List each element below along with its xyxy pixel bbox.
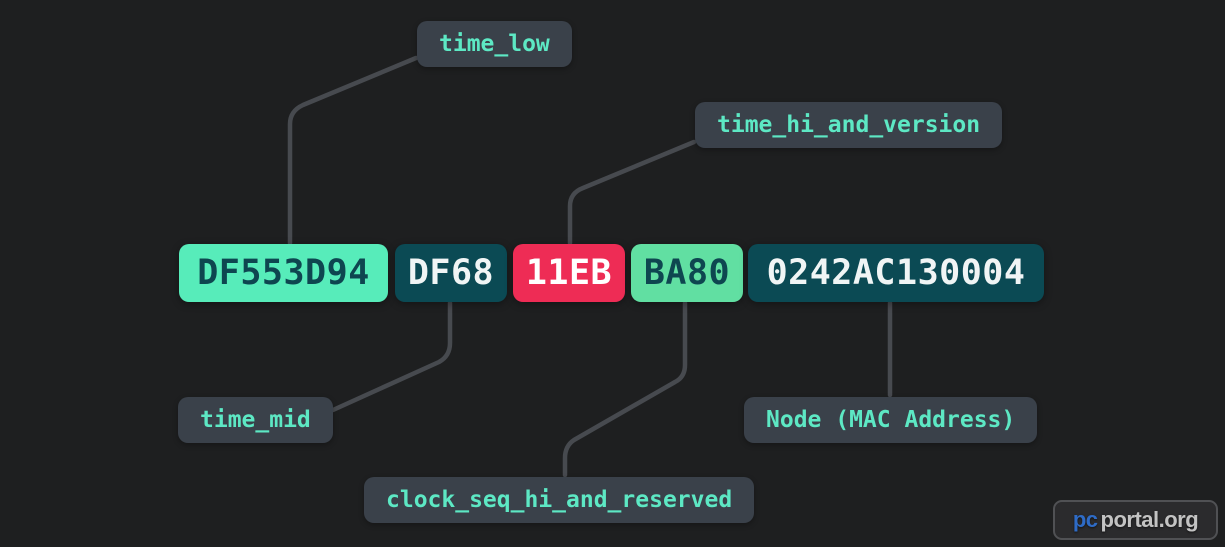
watermark-suffix: portal.org [1100, 507, 1199, 532]
label-time-mid: time_mid [178, 397, 333, 443]
uuid-segment-clock-seq: BA80 [631, 244, 743, 302]
uuid-segment-time-low: DF553D94 [179, 244, 388, 302]
connector-time-low [287, 55, 419, 246]
connector-time-mid [330, 300, 453, 413]
watermark-prefix: pc [1072, 507, 1098, 532]
label-node-mac-address: Node (MAC Address) [744, 397, 1038, 443]
label-time-low: time_low [417, 21, 572, 67]
uuid-segment-time-hi-and-version: 11EB [513, 244, 625, 302]
connector-time-hi-and-version [567, 139, 697, 246]
uuid-segment-time-mid: DF68 [395, 244, 507, 302]
label-time-hi-and-version: time_hi_and_version [695, 102, 1003, 148]
connector-clock-seq-hi-and-reserved [562, 300, 688, 478]
pcportal-watermark: pc portal.org [1053, 500, 1218, 540]
uuid-segment-node: 0242AC130004 [748, 244, 1044, 302]
label-clock-seq-hi-and-reserved: clock_seq_hi_and_reserved [364, 477, 755, 523]
